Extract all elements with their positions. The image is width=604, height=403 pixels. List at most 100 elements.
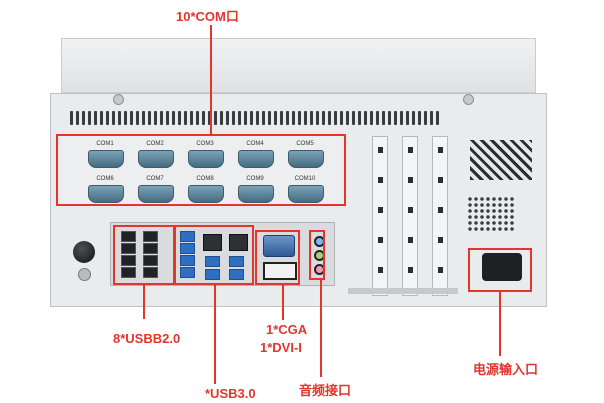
vent-slot [208, 111, 211, 125]
serial-port [138, 185, 174, 203]
serial-port [238, 185, 274, 203]
usb3-port [229, 269, 244, 280]
video-highlight-box [255, 230, 300, 285]
vent-slot [328, 111, 331, 125]
com-port-label: COM6 [96, 176, 114, 182]
serial-port [188, 185, 224, 203]
ground-screw-icon [78, 268, 91, 281]
usb3-port [205, 269, 220, 280]
vent-slot [118, 111, 121, 125]
vent-slot [406, 111, 409, 125]
audio-callout-line [320, 279, 322, 377]
vent-slot [394, 111, 397, 125]
vent-slot [106, 111, 109, 125]
usb3-port [180, 255, 195, 266]
screw-icon [113, 94, 124, 105]
power-button [73, 241, 95, 263]
vent-slot [400, 111, 403, 125]
usb3-port [180, 231, 195, 242]
vent-slot [136, 111, 139, 125]
serial-port [138, 150, 174, 168]
slot-bracket-strip [348, 288, 458, 294]
vent-slot [70, 111, 73, 125]
expansion-slot [432, 136, 448, 296]
screw-icon [463, 94, 474, 105]
vent-slot [346, 111, 349, 125]
com-port-label: COM5 [296, 141, 314, 147]
com-port-label: COM3 [196, 141, 214, 147]
vent-slot [232, 111, 235, 125]
vent-slot [226, 111, 229, 125]
vent-slot [256, 111, 259, 125]
vent-slot [202, 111, 205, 125]
vent-slot [112, 111, 115, 125]
serial-port [288, 150, 324, 168]
vent-slot [220, 111, 223, 125]
usb3-port [205, 256, 220, 267]
vent-slot [172, 111, 175, 125]
vent-slot [304, 111, 307, 125]
com-label: 10*COM口 [176, 9, 239, 24]
power-inlet [482, 253, 522, 281]
vent-slot [214, 111, 217, 125]
vent-slot [370, 111, 373, 125]
vent-slot [160, 111, 163, 125]
usb2-port [121, 267, 136, 278]
usb3-highlight-box [174, 225, 254, 285]
usb3-port [180, 267, 195, 278]
expansion-slot [372, 136, 388, 296]
vent-slot [238, 111, 241, 125]
vent-slot [142, 111, 145, 125]
usb3-port [229, 256, 244, 267]
com-port-label: COM10 [294, 176, 316, 182]
usb2-port [121, 243, 136, 254]
vent-slot [76, 111, 79, 125]
vent-slot [280, 111, 283, 125]
vent-slot [424, 111, 427, 125]
vent-slot [364, 111, 367, 125]
vent-slot [274, 111, 277, 125]
vent-slot [352, 111, 355, 125]
serial-port [288, 185, 324, 203]
dvi-label: 1*DVI-I [260, 340, 302, 355]
dvi-port [263, 262, 297, 280]
vent-slot [262, 111, 265, 125]
vent-slot [244, 111, 247, 125]
expansion-slot [402, 136, 418, 296]
chassis-top-panel [61, 38, 536, 93]
vent-slot [184, 111, 187, 125]
usb2-port [143, 267, 158, 278]
vent-slot [94, 111, 97, 125]
usb2-highlight-box [113, 225, 175, 285]
vent-slot [316, 111, 319, 125]
vent-slot [166, 111, 169, 125]
vga-port [263, 235, 295, 257]
com-callout-line [210, 25, 212, 135]
ethernet-port [229, 234, 248, 251]
vent-slot [382, 111, 385, 125]
vent-slot [268, 111, 271, 125]
com-port-label: COM9 [246, 176, 264, 182]
vent-slot [124, 111, 127, 125]
vent-slot [340, 111, 343, 125]
usb3-callout-line [214, 284, 216, 384]
psu-fan-grille [470, 140, 532, 180]
vent-slot [412, 111, 415, 125]
vent-slot [388, 111, 391, 125]
vent-slot [298, 111, 301, 125]
vent-slot [310, 111, 313, 125]
vent-slot [82, 111, 85, 125]
vent-slot [286, 111, 289, 125]
audio-highlight-box [309, 230, 325, 280]
vent-slot [250, 111, 253, 125]
vent-slot [148, 111, 151, 125]
usb2-callout-line [143, 284, 145, 319]
serial-port [88, 185, 124, 203]
power-callout-line [499, 291, 501, 356]
cga-label: 1*CGA [266, 322, 308, 337]
vent-slot [88, 111, 91, 125]
vent-slot [154, 111, 157, 125]
usb2-port [121, 231, 136, 242]
usb3-label: *USB3.0 [205, 386, 256, 401]
usb2-label: 8*USBB2.0 [113, 331, 181, 346]
